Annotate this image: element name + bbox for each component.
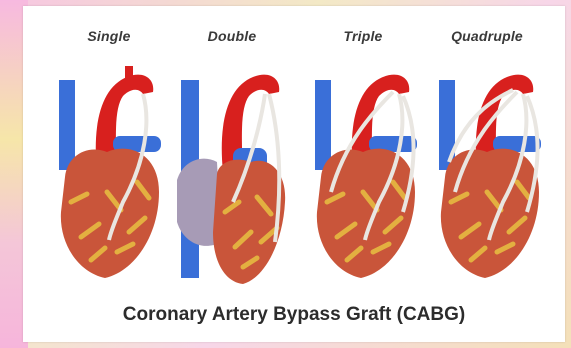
- heart-body: [441, 149, 539, 278]
- label-quadruple: Quadruple: [427, 28, 547, 44]
- heart-single-svg: [47, 52, 173, 302]
- heart-quadruple-illustration: [427, 52, 553, 302]
- heart-body: [61, 149, 159, 278]
- heart-double-svg: [173, 52, 299, 302]
- heart-triple-illustration: [303, 52, 429, 302]
- vena-cava: [59, 80, 75, 170]
- heart-body: [317, 149, 415, 278]
- label-single: Single: [49, 28, 169, 44]
- figure-caption: Coronary Artery Bypass Graft (CABG): [23, 304, 565, 326]
- figure-panel: Single Double Triple Quadruple: [23, 6, 565, 342]
- heart-quadruple-svg: [427, 52, 553, 302]
- heart-triple-svg: [303, 52, 429, 302]
- vena-cava: [315, 80, 331, 170]
- label-double: Double: [172, 28, 292, 44]
- heart-double-illustration: [173, 52, 299, 302]
- aortic-branch: [125, 66, 133, 84]
- label-triple: Triple: [303, 28, 423, 44]
- heart-single-illustration: [47, 52, 173, 302]
